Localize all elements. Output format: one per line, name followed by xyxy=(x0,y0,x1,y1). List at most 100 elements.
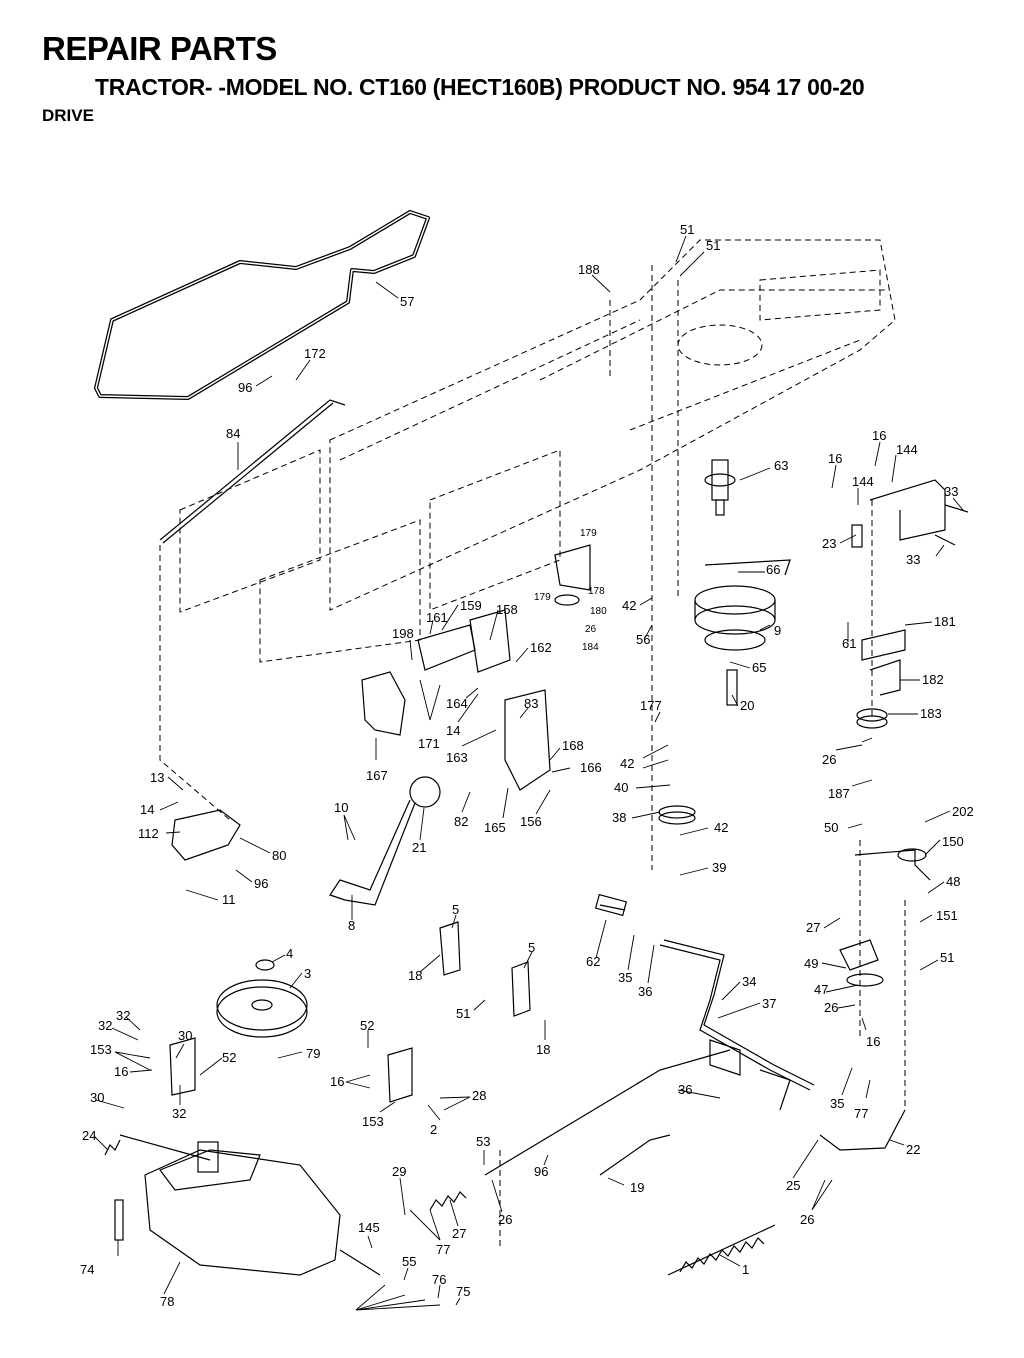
spring-55 xyxy=(667,1224,776,1276)
pedal-brackets xyxy=(171,609,551,861)
callout-27: 27 xyxy=(806,920,820,935)
callout-3: 3 xyxy=(304,966,311,981)
callout-198: 198 xyxy=(392,626,414,641)
section-title: DRIVE xyxy=(42,106,94,125)
callout-51: 16 xyxy=(866,1034,880,1049)
callout-21: 21 xyxy=(412,840,426,855)
callout-13: 13 xyxy=(150,770,164,785)
callout-19: 26 xyxy=(498,1212,512,1227)
callout-53: 22 xyxy=(906,1142,920,1157)
callout-36: 35 xyxy=(830,1096,844,1111)
callout-112: 112 xyxy=(138,826,159,841)
callout-39: 39 xyxy=(712,860,726,875)
callout-36: 36 xyxy=(638,984,652,999)
spring-25 xyxy=(104,1139,467,1211)
callout-144: 144 xyxy=(852,474,874,489)
callout-42: 42 xyxy=(714,820,728,835)
callout-16: 16 xyxy=(330,1074,344,1089)
callout-28: 36 xyxy=(678,1082,692,1097)
bracket-assembly xyxy=(851,479,969,548)
callout-202: 202 xyxy=(952,804,974,819)
callout-14: 14 xyxy=(140,802,154,817)
callout-61: 61 xyxy=(842,636,856,651)
transaxle-pulley xyxy=(216,959,308,1038)
callout-52: 52 xyxy=(222,1050,236,1065)
callout-16: 32 xyxy=(172,1106,186,1121)
callout-77: 145 xyxy=(358,1220,380,1235)
callout-163: 163 xyxy=(446,750,468,765)
callout-181: 181 xyxy=(934,614,956,629)
callout-40: 40 xyxy=(614,780,628,795)
leader-lines xyxy=(93,235,964,1311)
callout-26: 26 xyxy=(824,1000,838,1015)
callout-188: 188 xyxy=(578,262,600,277)
callout-167: 167 xyxy=(366,768,388,783)
callout-16: 16 xyxy=(114,1064,128,1079)
callout-5: 5 xyxy=(528,940,535,955)
callout-22: 96 xyxy=(534,1164,548,1179)
callout-37: 37 xyxy=(762,996,776,1011)
callout-42: 42 xyxy=(622,598,636,613)
callout-52: 52 xyxy=(360,1018,374,1033)
callout-16: 16 xyxy=(872,428,886,443)
idler-pulleys xyxy=(554,594,927,987)
callout-26: 26 xyxy=(822,752,836,767)
callout-171: 171 xyxy=(418,736,440,751)
callout-77: 30 xyxy=(90,1090,104,1105)
idler-arm-plates xyxy=(554,544,931,971)
callout-10: 10 xyxy=(334,800,348,815)
callout-183: 183 xyxy=(920,706,942,721)
callout-32: 32 xyxy=(116,1008,130,1023)
callout-82: 82 xyxy=(454,814,468,829)
callout-145: 74 xyxy=(80,1262,94,1277)
shift-lever xyxy=(329,776,441,906)
callout-153: 153 xyxy=(90,1042,112,1057)
callout-159: 159 xyxy=(460,598,482,613)
callout-29: 19 xyxy=(630,1180,644,1195)
alignment-lines xyxy=(159,265,906,1250)
callout-51: 51 xyxy=(940,950,954,965)
callout-79: 79 xyxy=(306,1046,320,1061)
model-subtitle: TRACTOR- -MODEL NO. CT160 (HECT160B) PRO… xyxy=(95,74,865,100)
callout-172: 172 xyxy=(304,346,326,361)
callout-158: 158 xyxy=(496,602,518,617)
callout-4: 4 xyxy=(286,946,293,961)
callout-162: 162 xyxy=(530,640,552,655)
callout-9: 9 xyxy=(774,623,781,638)
transaxle-housing xyxy=(114,1134,381,1276)
callout-66: 66 xyxy=(766,562,780,577)
callout-96: 96 xyxy=(238,380,252,395)
callout-16: 16 xyxy=(828,451,842,466)
callout-18: 18 xyxy=(536,1042,550,1057)
callout-164: 164 xyxy=(446,696,468,711)
callout-23: 23 xyxy=(822,536,836,551)
callout-26: 26 xyxy=(585,624,597,635)
callout-33: 33 xyxy=(944,484,958,499)
callout-55: 1 xyxy=(742,1262,749,1277)
callout-5: 5 xyxy=(452,902,459,917)
callout-178: 178 xyxy=(588,586,605,597)
callout-32: 32 xyxy=(98,1018,112,1033)
drive-belt xyxy=(94,210,430,400)
callout-165: 165 xyxy=(484,820,506,835)
callout-180: 180 xyxy=(590,606,607,617)
callout-51a: 51 xyxy=(680,222,694,237)
callout-34: 34 xyxy=(742,974,756,989)
engine-pulley-63 xyxy=(704,459,736,516)
callout-11: 11 xyxy=(222,892,236,907)
callout-51b: 51 xyxy=(706,238,720,253)
callout-labels: 51 51 188 57 172 96 84 63 16 144 16 144 … xyxy=(80,222,974,1309)
callout-49: 49 xyxy=(804,956,818,971)
pedal-shaft xyxy=(594,893,815,1111)
rod-84 xyxy=(159,399,346,544)
callout-168: 168 xyxy=(562,738,584,753)
callout-18: 18 xyxy=(408,968,422,983)
callout-62: 62 xyxy=(586,954,600,969)
rod-53 xyxy=(819,1109,906,1151)
callout-182: 182 xyxy=(922,672,944,687)
callout-150: 150 xyxy=(942,834,964,849)
callout-151: 151 xyxy=(936,908,958,923)
electric-clutch xyxy=(694,559,791,706)
callout-35: 77 xyxy=(854,1106,868,1121)
